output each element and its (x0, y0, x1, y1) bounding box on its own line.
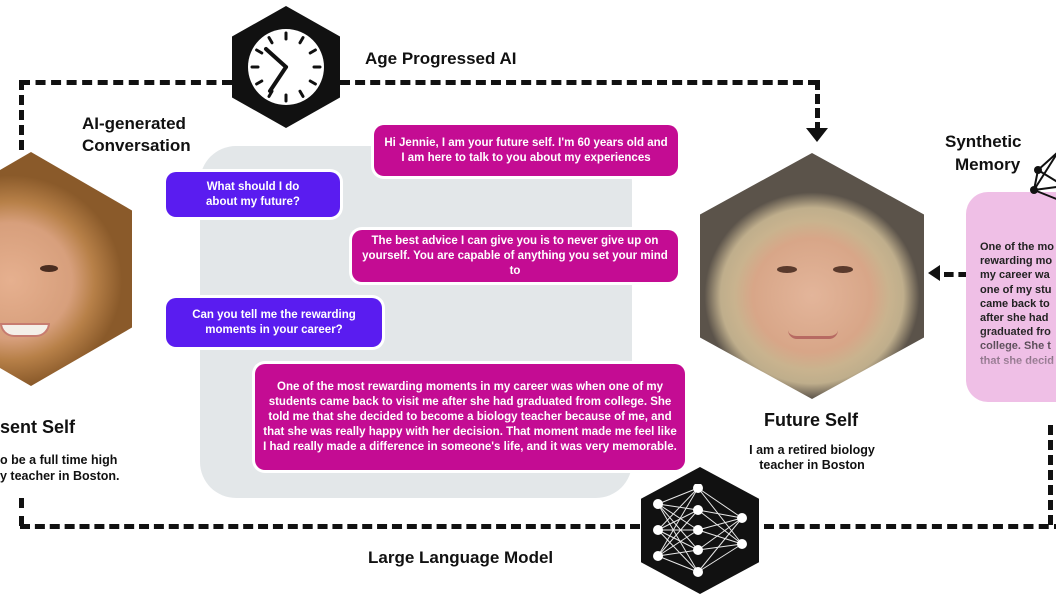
present-self-eye (40, 265, 58, 272)
connector-down-to-future (815, 80, 820, 132)
arrow-down-icon (806, 128, 828, 142)
ai-message-3: One of the most rewarding moments in my … (255, 364, 685, 470)
present-self-portrait (0, 152, 132, 386)
conversation-label-line1: AI-generated (82, 114, 186, 133)
memory-fade (966, 330, 1056, 375)
present-self-title: sent Self (0, 417, 76, 437)
future-self-portrait (700, 153, 924, 399)
connector-right-vertical (1048, 425, 1053, 525)
connector-top-right (340, 80, 818, 85)
neural-network-icon (653, 484, 747, 577)
future-self-title: Future Self (764, 410, 859, 430)
connector-bottom-right (764, 524, 1056, 529)
future-self-eye-left (777, 266, 797, 273)
age-progressed-label: Age Progressed AI (365, 49, 517, 68)
connector-memory-to-future (944, 272, 968, 277)
ai-message-1: Hi Jennie, I am your future self. I'm 60… (374, 125, 678, 176)
future-self-desc-line1: I am a retired biology (749, 443, 875, 457)
future-self-smile (788, 330, 838, 339)
llm-label: Large Language Model (368, 548, 554, 567)
synthetic-memory-label-line2: Memory (955, 155, 1021, 174)
connector-left-bottom (19, 498, 24, 526)
arrow-left-icon (928, 265, 940, 281)
future-self-desc-line2: teacher in Boston (759, 458, 865, 472)
connector-left-vertical (19, 80, 24, 150)
connector-top-left (20, 80, 232, 85)
connector-bottom-left (20, 524, 640, 529)
clock-icon (248, 29, 324, 105)
user-message-2: Can you tell me the rewarding moments in… (166, 298, 382, 347)
user-message-1: What should I do about my future? (166, 172, 340, 217)
present-self-desc-line2: y teacher in Boston. (0, 469, 120, 483)
future-self-eye-right (833, 266, 853, 273)
ai-message-2: The best advice I can give you is to nev… (352, 230, 678, 282)
synthetic-memory-label-line1: Synthetic (945, 132, 1022, 151)
present-self-smile (0, 323, 50, 337)
graph-nodes-icon (1030, 152, 1056, 200)
present-self-desc-line1: o be a full time high (0, 453, 118, 467)
conversation-label-line2: Conversation (82, 136, 191, 155)
